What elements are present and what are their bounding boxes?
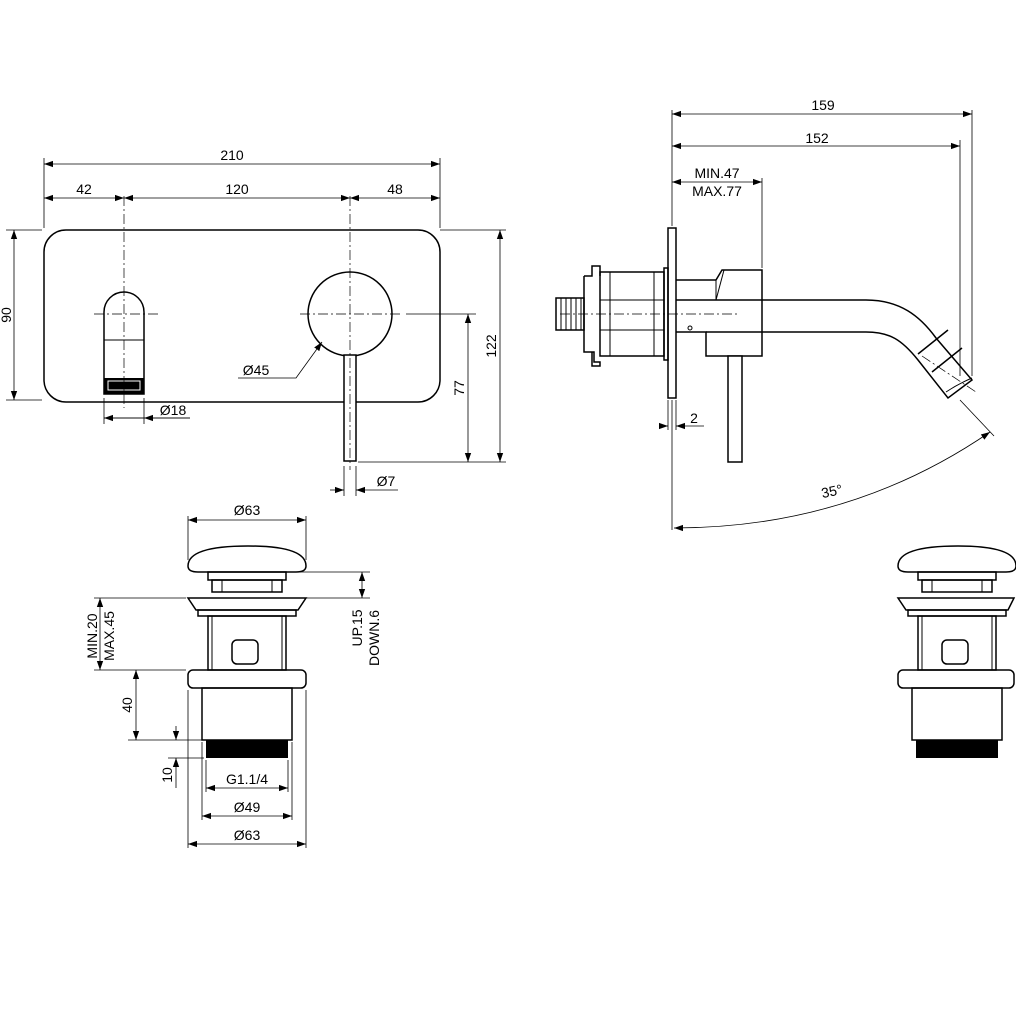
dim-left-offset: 42 <box>76 181 92 197</box>
dim-travel-up: UP.15 <box>349 609 365 646</box>
front-view: 210 42 120 48 90 122 77 Ø45 Ø18 Ø7 <box>0 147 506 496</box>
drain-view-plain <box>896 545 1016 758</box>
mixer-housing <box>676 269 763 357</box>
concealed-body <box>583 265 665 367</box>
dim-right-offset: 48 <box>387 181 403 197</box>
drain-upper-body <box>207 615 287 671</box>
dim-knob-diameter: Ø45 <box>243 362 270 378</box>
drain-overflow-slot-plain <box>941 639 969 665</box>
dim-angle: 35° <box>820 481 844 501</box>
drain-cap-plain <box>897 545 1016 573</box>
dim-max-depth: MAX.77 <box>692 183 742 199</box>
dim-cap-diameter: Ø63 <box>234 502 261 518</box>
dim-thread-size: G1.1/4 <box>226 771 268 787</box>
dim-min-depth: MIN.47 <box>694 165 739 181</box>
side-spout <box>676 299 974 400</box>
dim-overall-length: 159 <box>811 97 835 113</box>
dim-body-height: 40 <box>119 697 135 713</box>
dim-lever-height: 77 <box>451 380 467 396</box>
dim-body-diameter: Ø49 <box>234 799 261 815</box>
drain-view: Ø63 MIN.20 MAX.45 UP.15 DOWN.6 40 10 G1.… <box>84 502 382 848</box>
dim-plate-height: 90 <box>0 307 14 323</box>
dim-spout-length: 152 <box>805 130 829 146</box>
dim-flange-min: MIN.20 <box>84 613 100 658</box>
dim-spout-diameter: Ø18 <box>160 402 187 418</box>
dim-lever-diameter: Ø7 <box>377 473 396 489</box>
dim-total-height: 122 <box>483 334 499 358</box>
dim-between-centers: 120 <box>225 181 249 197</box>
drain-thread <box>206 740 288 758</box>
side-view: 159 152 MIN.47 MAX.77 2 35° <box>555 97 995 532</box>
dim-flange-max: MAX.45 <box>101 611 117 661</box>
side-wall-plate <box>667 227 677 399</box>
dim-travel-down: DOWN.6 <box>366 610 382 666</box>
drain-lower-body <box>201 687 293 741</box>
drain-cap <box>187 545 307 573</box>
drain-thread-plain <box>916 740 998 758</box>
drain-overflow-slot <box>231 639 259 665</box>
threaded-inlet <box>555 297 585 331</box>
dim-plate-thickness: 2 <box>690 410 698 426</box>
side-lever <box>727 355 743 463</box>
wall-plate <box>43 229 441 403</box>
dim-total-width: 210 <box>220 147 244 163</box>
dim-thread-height: 10 <box>159 767 175 783</box>
dim-base-diameter: Ø63 <box>234 827 261 843</box>
